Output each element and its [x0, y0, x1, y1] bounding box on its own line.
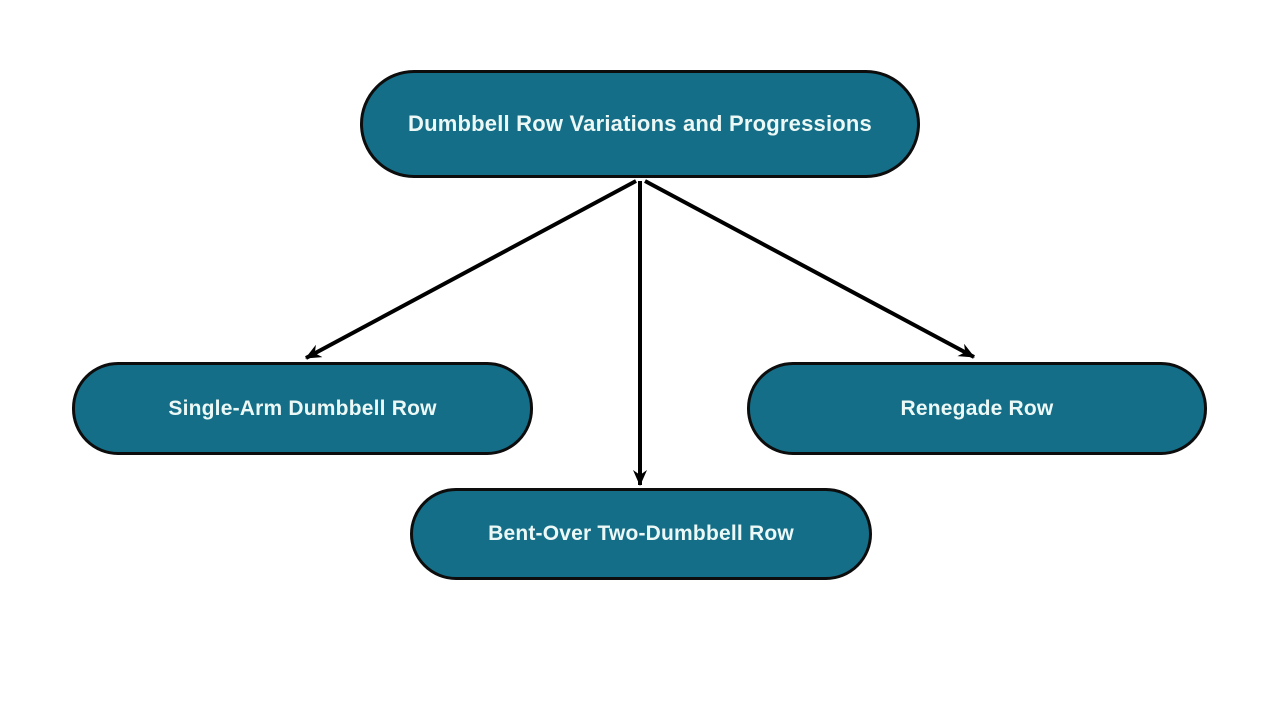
node-single-arm-dumbbell-row-label: Single-Arm Dumbbell Row [168, 396, 437, 420]
node-single-arm-dumbbell-row: Single-Arm Dumbbell Row [72, 362, 533, 455]
node-bent-over-two-dumbbell-row-label: Bent-Over Two-Dumbbell Row [488, 522, 794, 546]
node-renegade-row-label: Renegade Row [900, 396, 1054, 420]
node-root: Dumbbell Row Variations and Progressions [360, 70, 920, 178]
edge-root-to-single-arm [305, 179, 637, 360]
node-bent-over-two-dumbbell-row: Bent-Over Two-Dumbbell Row [410, 488, 872, 580]
node-renegade-row: Renegade Row [747, 362, 1207, 455]
edge-root-to-renegade [644, 179, 975, 359]
node-root-label: Dumbbell Row Variations and Progressions [408, 110, 872, 136]
